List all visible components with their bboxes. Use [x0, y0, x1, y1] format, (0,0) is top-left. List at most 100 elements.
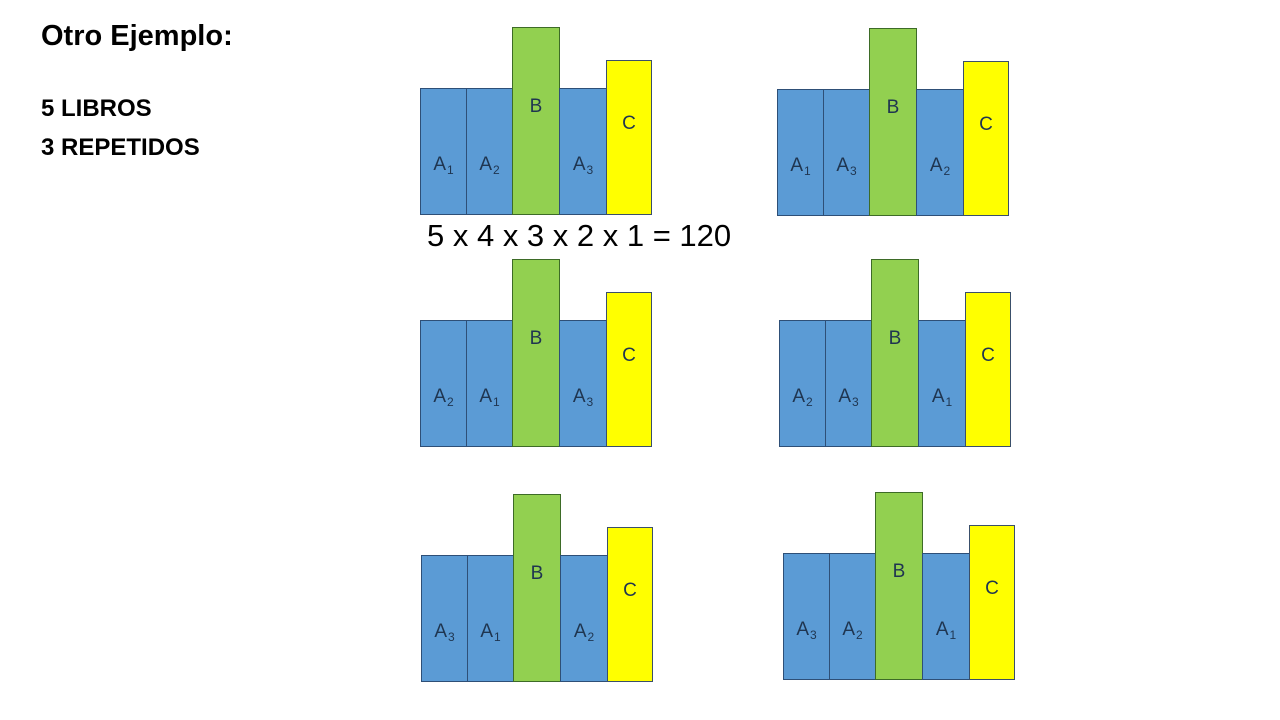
book-letter: A — [836, 155, 849, 176]
book-label: C — [622, 113, 636, 135]
book-c: C — [965, 292, 1011, 447]
book-label: A3 — [796, 619, 816, 642]
book-subscript: 3 — [852, 395, 859, 409]
book-a2: A2 — [829, 553, 876, 680]
book-b: B — [869, 28, 917, 216]
book-label: B — [531, 563, 544, 585]
book-letter: A — [479, 386, 492, 407]
book-letter: C — [979, 113, 993, 135]
permutation-formula: 5 x 4 x 3 x 2 x 1 = 120 — [427, 218, 732, 253]
book-label: A3 — [838, 386, 858, 409]
book-label: A1 — [936, 619, 956, 642]
book-subscript: 2 — [856, 628, 863, 642]
book-b: B — [871, 259, 919, 447]
book-letter: A — [572, 386, 586, 407]
book-subscript: 1 — [447, 163, 454, 177]
book-subscript: 1 — [945, 395, 953, 409]
book-label: A2 — [792, 386, 812, 409]
book-label: C — [979, 114, 993, 136]
book-label: C — [981, 345, 995, 367]
book-label: A3 — [573, 154, 593, 177]
book-letter: C — [623, 579, 637, 601]
book-a2: A2 — [420, 320, 467, 447]
book-letter: B — [530, 563, 544, 584]
book-label: A2 — [842, 619, 862, 642]
book-letter: C — [985, 577, 999, 599]
book-label: B — [887, 97, 900, 119]
book-letter: C — [622, 112, 636, 134]
books-count-text: 5 LIBROS — [41, 95, 152, 122]
book-b: B — [512, 27, 560, 215]
book-letter: B — [892, 561, 906, 582]
book-label: A2 — [930, 155, 950, 178]
book-letter: C — [981, 344, 995, 366]
book-label: A3 — [836, 155, 856, 178]
book-letter: A — [931, 386, 945, 407]
book-label: A1 — [433, 154, 453, 177]
book-c: C — [606, 292, 652, 447]
book-subscript: 2 — [806, 395, 813, 409]
book-label: A3 — [434, 621, 454, 644]
book-letter: B — [886, 97, 900, 118]
book-b: B — [513, 494, 561, 682]
book-a2: A2 — [560, 555, 608, 682]
book-subscript: 3 — [586, 395, 594, 409]
book-label: A1 — [932, 386, 952, 409]
book-a3: A3 — [421, 555, 468, 682]
book-b: B — [875, 492, 923, 680]
book-a3: A3 — [559, 88, 607, 215]
book-label: C — [622, 345, 636, 367]
book-letter: A — [479, 154, 492, 175]
book-subscript: 2 — [493, 163, 500, 177]
book-label: A1 — [790, 155, 810, 178]
book-a2: A2 — [466, 88, 513, 215]
book-subscript: 3 — [448, 630, 455, 644]
book-subscript: 2 — [447, 395, 454, 409]
book-letter: A — [790, 155, 803, 176]
book-label: A2 — [479, 154, 499, 177]
book-label: C — [985, 578, 999, 600]
book-subscript: 1 — [493, 395, 500, 409]
book-subscript: 2 — [943, 164, 951, 178]
book-a1: A1 — [777, 89, 824, 216]
book-subscript: 3 — [810, 628, 817, 642]
book-a1: A1 — [467, 555, 514, 682]
book-a3: A3 — [559, 320, 607, 447]
book-c: C — [606, 60, 652, 215]
book-letter: A — [796, 619, 809, 640]
book-letter: A — [433, 154, 446, 175]
book-a2: A2 — [916, 89, 964, 216]
book-subscript: 3 — [850, 164, 857, 178]
book-letter: A — [935, 619, 949, 640]
book-letter: A — [838, 386, 851, 407]
book-letter: A — [929, 155, 943, 176]
repeated-count-text: 3 REPETIDOS — [41, 134, 200, 161]
book-subscript: 1 — [949, 628, 957, 642]
book-a3: A3 — [783, 553, 830, 680]
book-subscript: 1 — [804, 164, 811, 178]
book-a1: A1 — [420, 88, 467, 215]
book-label: A2 — [433, 386, 453, 409]
book-a1: A1 — [466, 320, 513, 447]
book-letter: B — [529, 96, 543, 117]
book-letter: B — [529, 328, 543, 349]
book-label: B — [889, 328, 902, 350]
book-label: A2 — [574, 621, 594, 644]
book-letter: A — [573, 621, 587, 642]
book-label: B — [530, 96, 543, 118]
book-c: C — [969, 525, 1015, 680]
book-letter: A — [433, 386, 446, 407]
book-subscript: 3 — [586, 163, 594, 177]
book-label: A1 — [480, 621, 500, 644]
book-letter: A — [572, 154, 586, 175]
slide-title: Otro Ejemplo: — [41, 20, 233, 52]
book-letter: A — [842, 619, 855, 640]
book-a3: A3 — [823, 89, 870, 216]
book-label: B — [530, 328, 543, 350]
book-label: B — [893, 561, 906, 583]
book-a1: A1 — [918, 320, 966, 447]
book-letter: C — [622, 344, 636, 366]
book-c: C — [963, 61, 1009, 216]
book-label: A3 — [573, 386, 593, 409]
book-letter: A — [792, 386, 805, 407]
